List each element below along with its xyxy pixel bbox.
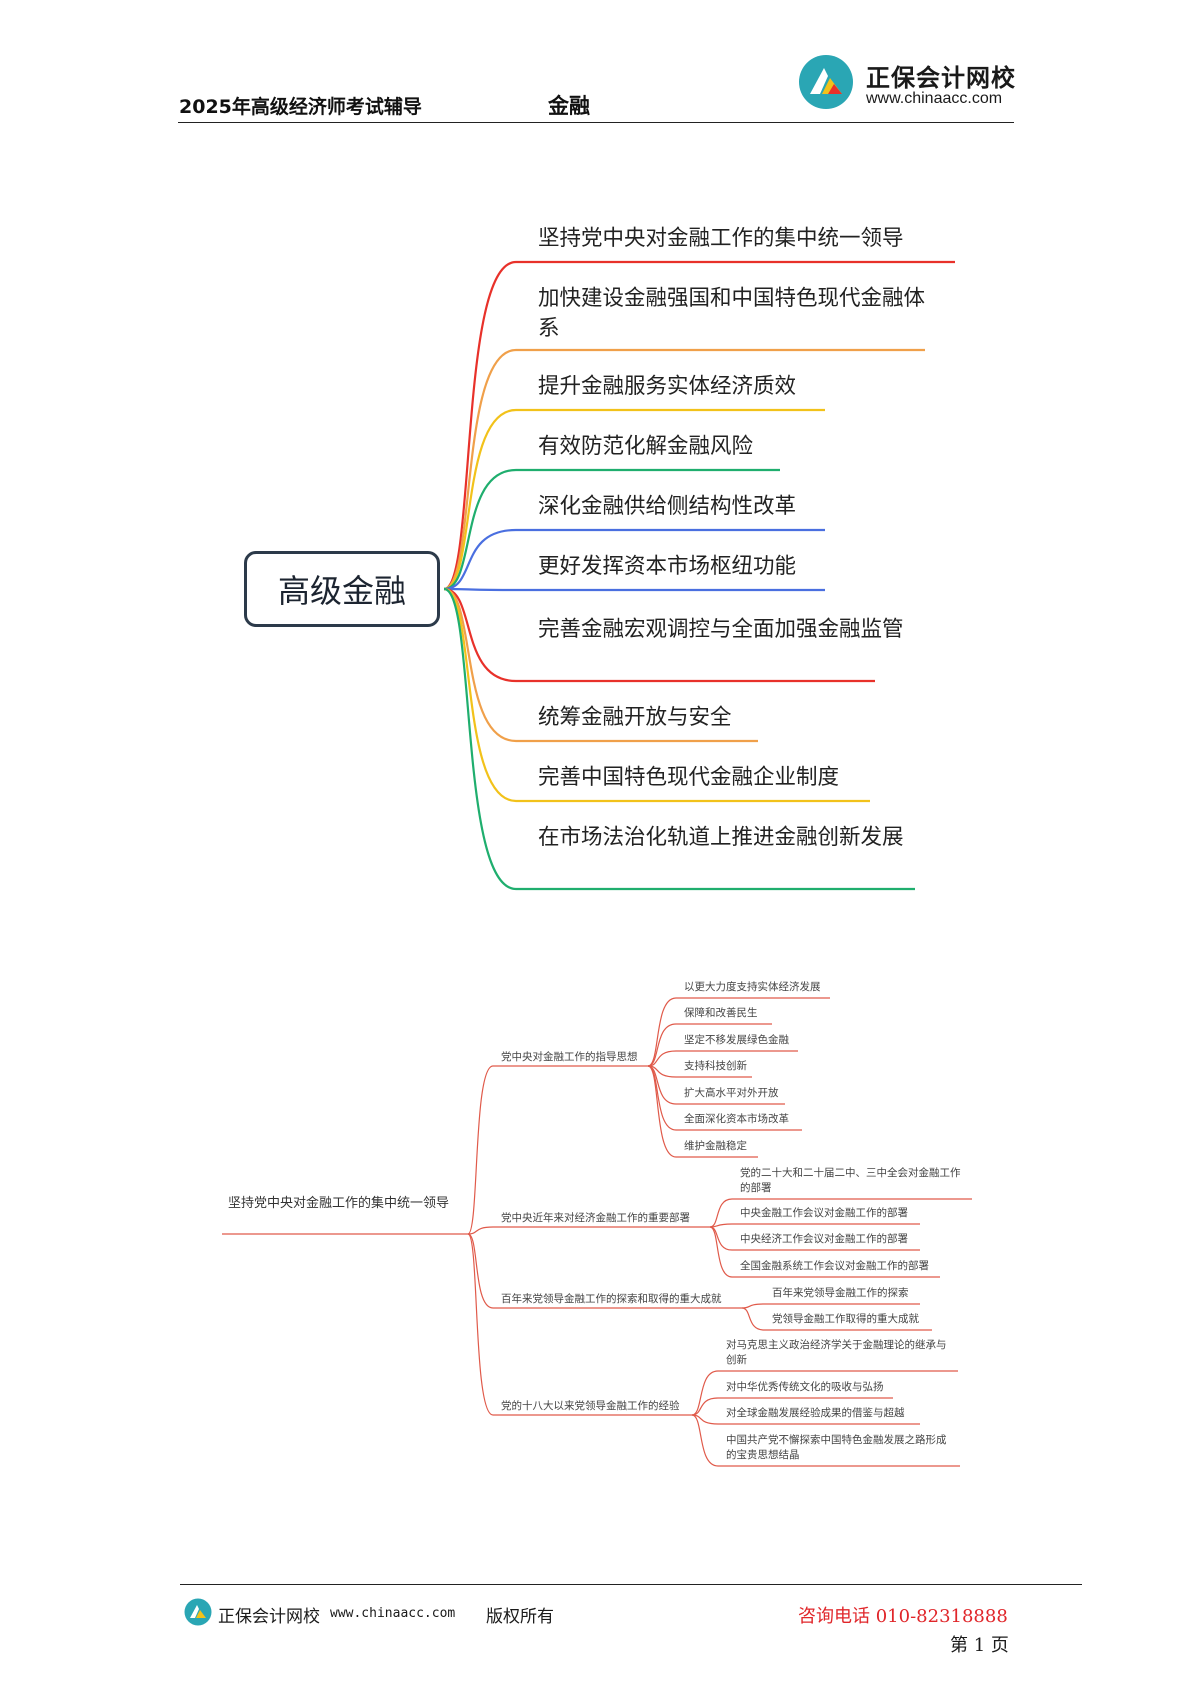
mindmap-branch: 提升金融服务实体经济质效	[538, 374, 797, 399]
detail-leaf: 中国共产党不懈探索中国特色金融发展之路形成的宝贵思想结晶	[726, 1434, 947, 1461]
detail-leaf-connector	[741, 1303, 765, 1309]
mindmap-branch: 统筹金融开放与安全	[538, 705, 732, 730]
detail-branch-connector	[467, 1226, 494, 1235]
detail-leaf-connector	[741, 1307, 765, 1331]
footer-rights: 版权所有	[486, 1607, 554, 1627]
brand-name: 正保会计网校	[866, 64, 1016, 92]
mindmap-branch: 更好发挥资本市场枢纽功能	[538, 554, 797, 579]
detail-branch-connector	[467, 1065, 494, 1235]
branch-connector	[443, 408, 517, 591]
detail-branch: 党的十八大以来党领导金融工作的经验	[501, 1400, 680, 1412]
detail-leaf-connector	[647, 1050, 677, 1067]
branch-connector	[443, 587, 517, 803]
branch-connector	[443, 587, 517, 592]
detail-leaf: 党领导金融工作取得的重大成就	[772, 1313, 919, 1325]
detail-leaf: 中央经济工作会议对金融工作的部署	[740, 1233, 908, 1245]
brand-url[interactable]: www.chinaacc.com	[866, 90, 1003, 107]
document-subject: 金融	[548, 94, 590, 118]
detail-leaf-connector	[647, 997, 677, 1067]
branch-connector	[443, 348, 517, 591]
detail-branch-connector	[467, 1233, 494, 1309]
detail-leaf: 中央金融工作会议对金融工作的部署	[740, 1207, 908, 1219]
detail-leaf: 扩大高水平对外开放	[684, 1087, 779, 1099]
detail-leaf-connector	[709, 1198, 733, 1228]
detail-branch: 党中央近年来对经济金融工作的重要部署	[501, 1212, 690, 1224]
detail-leaf: 对中华优秀传统文化的吸收与弘扬	[726, 1381, 884, 1393]
detail-leaf: 坚定不移发展绿色金融	[684, 1034, 789, 1046]
footer-brand: 正保会计网校	[218, 1607, 320, 1627]
detail-leaf: 党的二十大和二十届二中、三中全会对金融工作的部署	[740, 1167, 961, 1194]
detail-branch: 百年来党领导金融工作的探索和取得的重大成就	[501, 1293, 722, 1305]
detail-leaf-connector	[709, 1226, 733, 1278]
footer-logo-icon	[184, 1598, 212, 1626]
detail-leaf-connector	[647, 1065, 677, 1158]
detail-branch-connector	[467, 1233, 494, 1416]
mindmap-branch: 在市场法治化轨道上推进金融创新发展	[538, 825, 904, 850]
detail-leaf: 全国金融系统工作会议对金融工作的部署	[740, 1260, 929, 1272]
footer-hotline: 咨询电话 010-82318888	[798, 1606, 1008, 1627]
branch-connector	[443, 260, 517, 591]
detail-leaf: 对马克思主义政治经济学关于金融理论的继承与创新	[726, 1339, 947, 1366]
detail-leaf: 维护金融稳定	[684, 1140, 747, 1152]
branch-connector	[443, 587, 517, 683]
detail-leaf-connector	[647, 1065, 677, 1131]
mindmap-branch: 深化金融供给侧结构性改革	[538, 494, 797, 519]
detail-leaf: 百年来党领导金融工作的探索	[772, 1287, 909, 1299]
mindmap-branch: 有效防范化解金融风险	[538, 434, 754, 459]
page-number: 第 1 页	[950, 1635, 1009, 1656]
detail-leaf-connector	[647, 1023, 677, 1067]
mindmap-root-node: 高级金融	[244, 551, 440, 627]
detail-leaf: 对全球金融发展经验成果的借鉴与超越	[726, 1407, 905, 1419]
detail-leaf-connector	[691, 1414, 719, 1467]
detail-leaf: 支持科技创新	[684, 1060, 747, 1072]
mindmap-branch: 坚持党中央对金融工作的集中统一领导	[538, 226, 904, 251]
footer-divider	[180, 1584, 1082, 1585]
detail-leaf-connector	[691, 1414, 719, 1425]
detail-leaf: 以更大力度支持实体经济发展	[684, 981, 821, 993]
detail-leaf-connector	[691, 1397, 719, 1416]
footer-url[interactable]: www.chinaacc.com	[330, 1606, 456, 1621]
detail-leaf-connector	[691, 1370, 719, 1416]
branch-connector	[443, 528, 517, 591]
mindmap-branch: 加快建设金融强国和中国特色现代金融体系	[538, 286, 926, 341]
document-title: 2025年高级经济师考试辅导	[179, 96, 422, 118]
brand-logo-icon	[798, 54, 854, 110]
branch-connector	[443, 468, 517, 591]
header-divider	[178, 122, 1014, 123]
detail-leaf: 保障和改善民生	[684, 1007, 758, 1019]
detail-root-node: 坚持党中央对金融工作的集中统一领导	[228, 1196, 450, 1211]
branch-connector	[443, 587, 517, 891]
mindmap-branch: 完善金融宏观调控与全面加强金融监管	[538, 617, 904, 642]
branch-connector	[443, 587, 517, 743]
detail-leaf: 全面深化资本市场改革	[684, 1113, 789, 1125]
mindmap-branch: 完善中国特色现代金融企业制度	[538, 765, 840, 790]
detail-branch: 党中央对金融工作的指导思想	[501, 1051, 638, 1063]
